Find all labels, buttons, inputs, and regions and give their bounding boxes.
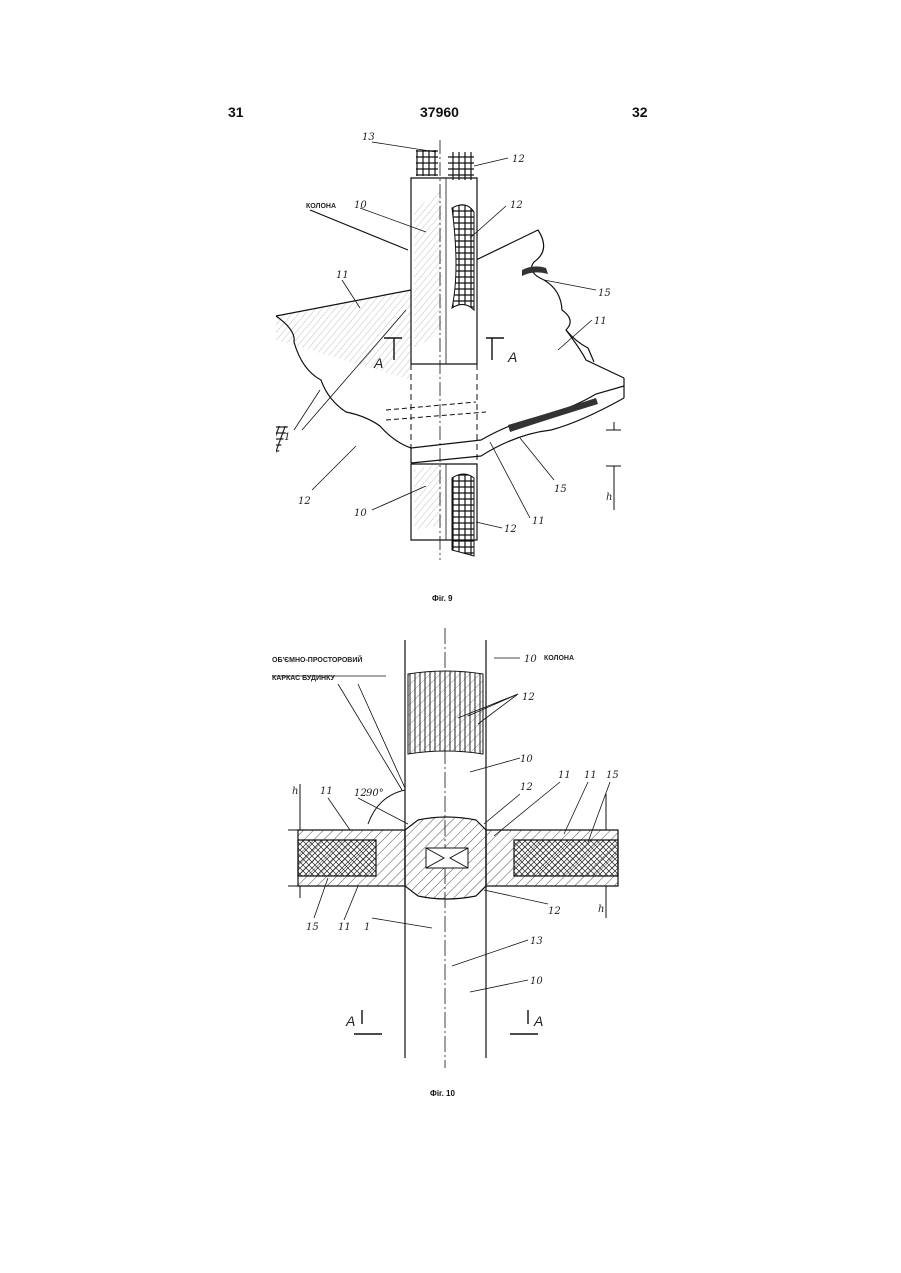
- label-section-A-left: A: [373, 355, 383, 371]
- label-frame-line2: КАРКАС БУДИНКУ: [272, 675, 336, 682]
- figure-10-caption: Фіг. 10: [430, 1089, 455, 1098]
- label-10-bottom: 10: [530, 976, 543, 987]
- label-13: 13: [362, 132, 375, 143]
- page-number-left: 31: [228, 104, 244, 120]
- label-1: 1: [364, 922, 370, 933]
- label-13: 13: [530, 936, 543, 947]
- label-h-right: h: [598, 904, 604, 915]
- label-section-A-right: A: [507, 349, 517, 365]
- label-10-top: 10: [524, 654, 537, 665]
- label-12-top: 12: [512, 154, 525, 165]
- label-h: h: [606, 492, 612, 503]
- label-frame-line1: ОБ'ЄМНО-ПРОСТОРОВИЙ: [272, 655, 362, 664]
- label-section-A-left: A: [345, 1013, 355, 1029]
- label-section-A-right: A: [533, 1013, 543, 1029]
- label-12-upper: 12: [510, 200, 523, 211]
- label-11-top-left: 11: [320, 786, 333, 797]
- label-11-lower: 11: [532, 516, 545, 527]
- label-11-right: 11: [594, 316, 607, 327]
- figure-10-drawing: ОБ'ЄМНО-ПРОСТОРОВИЙ КАРКАС БУДИНКУ 10 КО…: [258, 628, 636, 1073]
- figure-9-drawing: 13 12 КОЛОНА 10 12 11 15 11 A A 1 12 10 …: [276, 130, 646, 560]
- label-column: КОЛОНА: [544, 655, 574, 662]
- label-11-left: 11: [336, 270, 349, 281]
- label-12-lower: 12: [504, 524, 517, 535]
- label-12-joint-left: 12: [354, 788, 367, 799]
- label-10-lower: 10: [354, 508, 367, 519]
- label-h-left: h: [292, 786, 298, 797]
- page-number-right: 32: [632, 104, 648, 120]
- label-angle-90: 90°: [366, 788, 384, 799]
- label-12-slab: 12: [298, 496, 311, 507]
- patent-number: 37960: [420, 104, 459, 120]
- label-10-middle: 10: [520, 754, 533, 765]
- figure-9-caption: Фіг. 9: [432, 594, 452, 603]
- label-12-joint-bottom: 12: [548, 906, 561, 917]
- label-15-upper: 15: [598, 288, 611, 299]
- label-15-left: 15: [306, 922, 319, 933]
- label-10-upper: 10: [354, 200, 367, 211]
- label-11-top-right-b: 11: [584, 770, 597, 781]
- label-11-bottom: 11: [338, 922, 351, 933]
- label-11-top-right-a: 11: [558, 770, 571, 781]
- label-15-lower: 15: [554, 484, 567, 495]
- label-1: 1: [284, 432, 290, 443]
- label-column: КОЛОНА: [306, 203, 336, 210]
- label-12-joint-right: 12: [520, 782, 533, 793]
- label-12-upper: 12: [522, 692, 535, 703]
- label-15-right: 15: [606, 770, 619, 781]
